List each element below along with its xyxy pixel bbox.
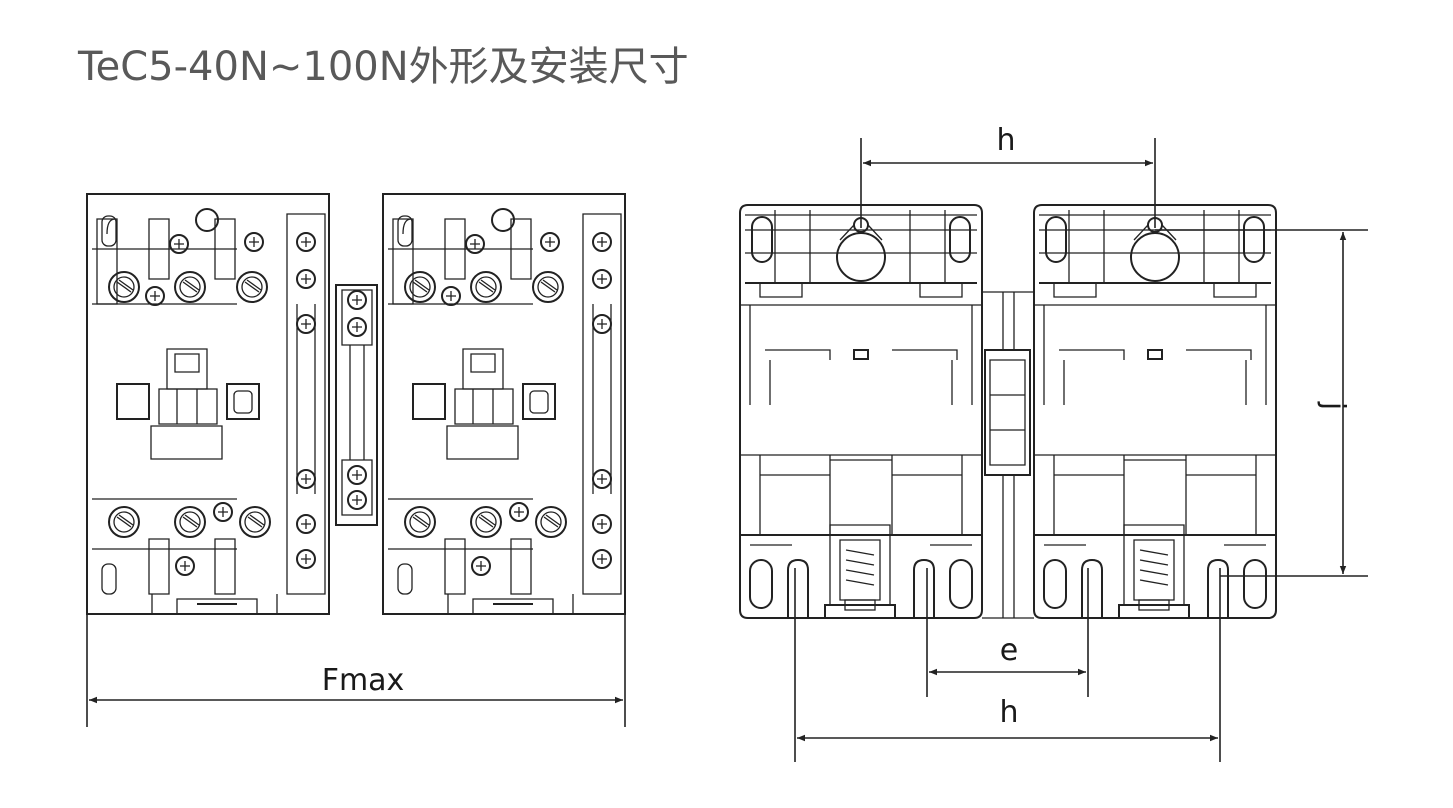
fmax-label: Fmax xyxy=(322,663,405,698)
j-label: j xyxy=(1316,401,1351,410)
rear-interlock xyxy=(982,291,1034,619)
page-title: TeC5-40N~100N外形及安装尺寸 xyxy=(78,44,689,90)
mounting-view: h j e h xyxy=(739,123,1368,762)
dimension-h-top: h xyxy=(860,123,1156,228)
contactor-rear-left xyxy=(739,204,983,619)
e-label: e xyxy=(1000,633,1018,668)
dimension-e: e xyxy=(926,568,1089,697)
front-view: Fmax xyxy=(87,194,625,727)
mechanical-interlock xyxy=(335,284,378,526)
contactor-rear-right xyxy=(1033,204,1277,619)
h-top-label: h xyxy=(996,123,1015,158)
dimension-j: j xyxy=(1155,229,1368,577)
dimension-fmax: Fmax xyxy=(86,612,626,727)
dimension-h-bottom: h xyxy=(794,568,1221,762)
h-bottom-label: h xyxy=(999,695,1018,730)
contactor-front-left xyxy=(87,194,329,614)
contactor-front-right xyxy=(383,194,625,614)
